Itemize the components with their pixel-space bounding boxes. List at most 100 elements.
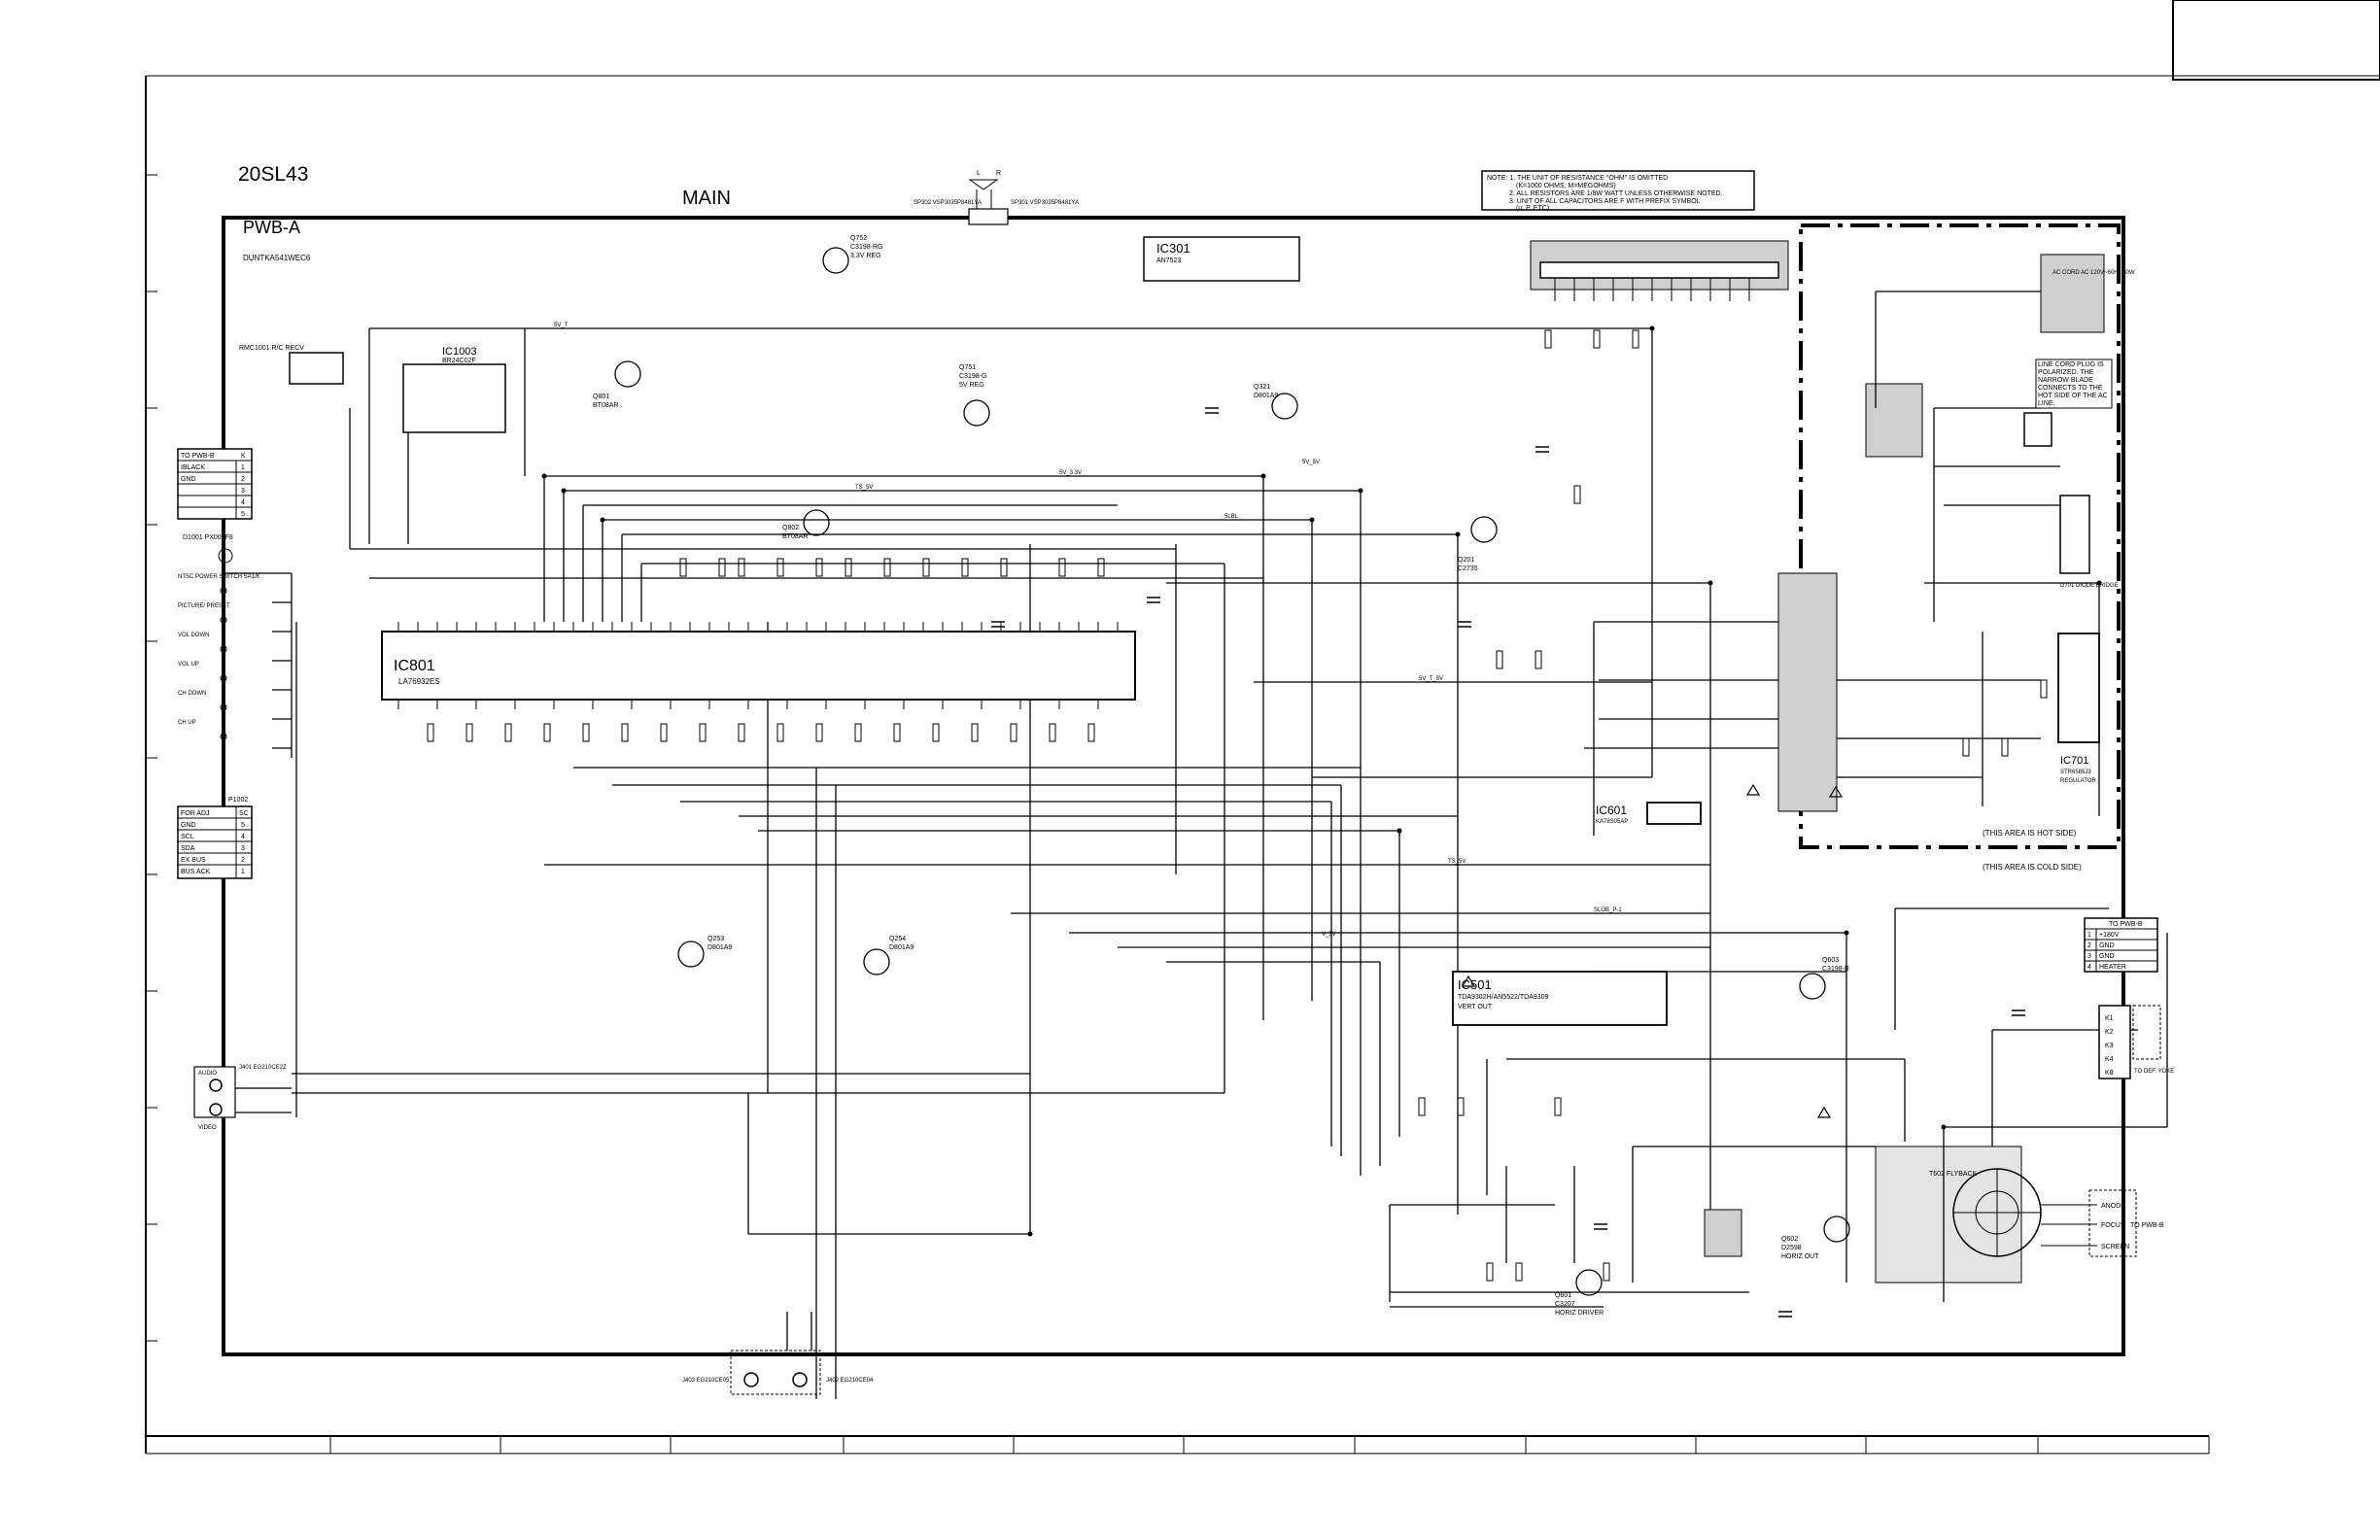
audio-label: AUDIO (198, 1071, 217, 1077)
ic701-ref: IC701 (2060, 755, 2088, 767)
bridge-label: D701 DIODE BRIDGE (2060, 583, 2119, 589)
transistor-q752-symbol (822, 247, 849, 274)
sheet-frame (145, 0, 2380, 1454)
q801-ref: Q801 (593, 394, 609, 400)
crt-connector: K1 K2 K3 K4 K8 TO DEF. YOKE (2098, 1005, 2174, 1079)
bottom-jacks: J403 EG210CE05 J402 EG210CE04 (682, 1350, 874, 1395)
q201-ref: Q201 (1458, 557, 1474, 564)
ic1003-chip: IC1003 BR24C02F (402, 346, 506, 433)
q253-part: D801A9 (707, 944, 732, 951)
notes-box: NOTE: 1. THE UNIT OF RESISTANCE "OHM" IS… (1481, 170, 1755, 212)
net-label-7: TS_5V (1448, 859, 1466, 865)
jack-bottom-right-label: J402 EG210CE04 (826, 1378, 874, 1384)
transistor-q802-symbol (803, 509, 830, 536)
ic701-func: REGULATOR (2060, 778, 2096, 784)
crt-pin-k2: K2 (2105, 1029, 2114, 1036)
right-pin-1-name: +180V (2099, 932, 2120, 939)
hot-side-label: (THIS AREA IS HOT SIDE) (1983, 829, 2077, 838)
connector-k-ref: K (241, 453, 246, 460)
junctions (541, 325, 2102, 1237)
av-jacks: AUDIO VIDEO J401 EG210CE2Z (193, 1065, 287, 1131)
transistor-labels: Q752 C3198-RG 3.3V REG Q751 C3198-G 5V R… (593, 235, 1849, 1317)
jack-top-label: J401 EG210CE2Z (239, 1065, 287, 1071)
shaded-areas (1530, 240, 2105, 1283)
adj-pin-1-name: BUS ACK (181, 869, 211, 875)
jack-bottom-left-label: J403 EG210CE05 (682, 1378, 730, 1384)
screen-label: SCREEN (2101, 1244, 2129, 1250)
model-number: 20SL43 (238, 163, 308, 186)
crt-pin-k3: K3 (2105, 1043, 2114, 1049)
q602-ref: Q602 (1781, 1236, 1798, 1243)
cold-side-label: (THIS AREA IS COLD SIDE) (1983, 863, 2082, 872)
net-label-3: 5V_3.3V (1059, 470, 1082, 476)
q321-part: D801A9 (1254, 393, 1278, 399)
q802-ref: Q802 (782, 525, 799, 531)
speakers: L R SP302 VSP3035P8481YA SP301 VSP3035P8… (914, 170, 1079, 225)
connector-k-pin-1-name: IBLACK (181, 464, 205, 471)
q253-ref: Q253 (707, 936, 724, 942)
line-cord-note: LINE CORD PLUG IS POLARIZED. THE NARROW … (2038, 361, 2108, 407)
ic601-part: KA78S05AP (1596, 819, 1628, 825)
ic501-part: TDA9302H/AN5522/TDA9309 (1458, 994, 1548, 1001)
connector-k-pin-2-name: GND (181, 476, 196, 483)
right-pin-3-num: 3 (2087, 953, 2091, 960)
q602-func: HORIZ OUT (1781, 1253, 1819, 1260)
connector-k-pin-5-num: 5 (241, 511, 245, 518)
crt-pin-k1: K1 (2105, 1015, 2114, 1022)
ic1003-ref: IC1003 (442, 346, 476, 358)
note-line-3: 2. ALL RESISTORS ARE 1/8W WATT UNLESS OT… (1509, 190, 1723, 197)
note-line-5: (u, P, ETC) (1516, 205, 1549, 212)
q601-ref: Q601 (1555, 1292, 1571, 1299)
transistor-q321-symbol (1271, 393, 1298, 420)
crt-pin-k4: K4 (2105, 1056, 2114, 1063)
transistor-q603-symbol (1799, 973, 1826, 1000)
transistor-q601-symbol (1575, 1269, 1603, 1296)
q801-part: BT08AR (593, 402, 618, 409)
note-line-2: (K=1000 OHMS, M=MEGOHMS) (1516, 183, 1616, 189)
net-label-4: 5V_5V (1302, 460, 1320, 465)
net-labels: 5V_T TS_5V 5V_3.3V 5V_5V 5LBL 5V_T_5V TS… (554, 323, 1622, 938)
q321-ref: Q321 (1254, 384, 1270, 391)
adj-pin-4-name: SCL (181, 834, 194, 840)
focus-label: FOCUS (2101, 1222, 2125, 1229)
ic801-part: LA76932ES (398, 677, 440, 686)
connector-k-pin-1-num: 1 (241, 464, 245, 471)
speaker-right-label: R (996, 170, 1001, 177)
q602-part: D2598 (1781, 1245, 1802, 1251)
right-connector-title: TO PWB-B (2109, 921, 2143, 928)
ic601-chip: IC601 KA78S05AP (1596, 802, 1702, 825)
adj-pin-3-name: SDA (181, 845, 195, 852)
q752-func: 3.3V REG (850, 253, 881, 259)
adj-pin-1-num: 1 (241, 869, 245, 875)
q751-ref: Q751 (959, 364, 976, 371)
net-label-1: 5V_T (554, 323, 569, 328)
q751-func: 5V REG (959, 382, 984, 389)
transistor-q201-symbol (1470, 516, 1498, 543)
q201-part: C2735 (1458, 565, 1478, 572)
connector-k-pin-3-num: 3 (241, 488, 245, 495)
board-name: PWB-A (243, 218, 300, 237)
connector-k-pin-4-num: 4 (241, 499, 245, 506)
ic801-ref: IC801 (394, 658, 435, 674)
right-pin-1-num: 1 (2087, 932, 2091, 939)
right-connector: TO PWB-B 1 +180V 2 GND 3 GND 4 HEATER (2084, 917, 2158, 973)
transistor-q253-symbol (677, 941, 705, 968)
board-code: DUNTKA541WEC6 (243, 254, 311, 262)
adj-pin-5-name: GND (181, 822, 196, 829)
q603-ref: Q603 (1822, 957, 1839, 964)
right-pin-2-name: GND (2099, 942, 2115, 949)
q752-ref: Q752 (850, 235, 867, 242)
speaker-left-label: L (977, 170, 981, 177)
note-line-4: 3. UNIT OF ALL CAPACITORS ARE F WITH PRE… (1509, 198, 1701, 205)
q601-func: HORIZ DRIVER (1555, 1310, 1604, 1317)
q603-part: C3198-B (1822, 966, 1849, 973)
ic501-func: VERT OUT (1458, 1004, 1493, 1010)
speaker-right-part: SP301 VSP3035P8481YA (1011, 200, 1079, 206)
ic701-part: STR6585J3 (2060, 770, 2091, 775)
transistor-q254-symbol (863, 948, 890, 975)
hot-side-region (1799, 223, 2121, 849)
q254-ref: Q254 (889, 936, 906, 942)
capacitor-marks (991, 407, 2025, 1318)
transistor-q751-symbol (963, 399, 990, 427)
